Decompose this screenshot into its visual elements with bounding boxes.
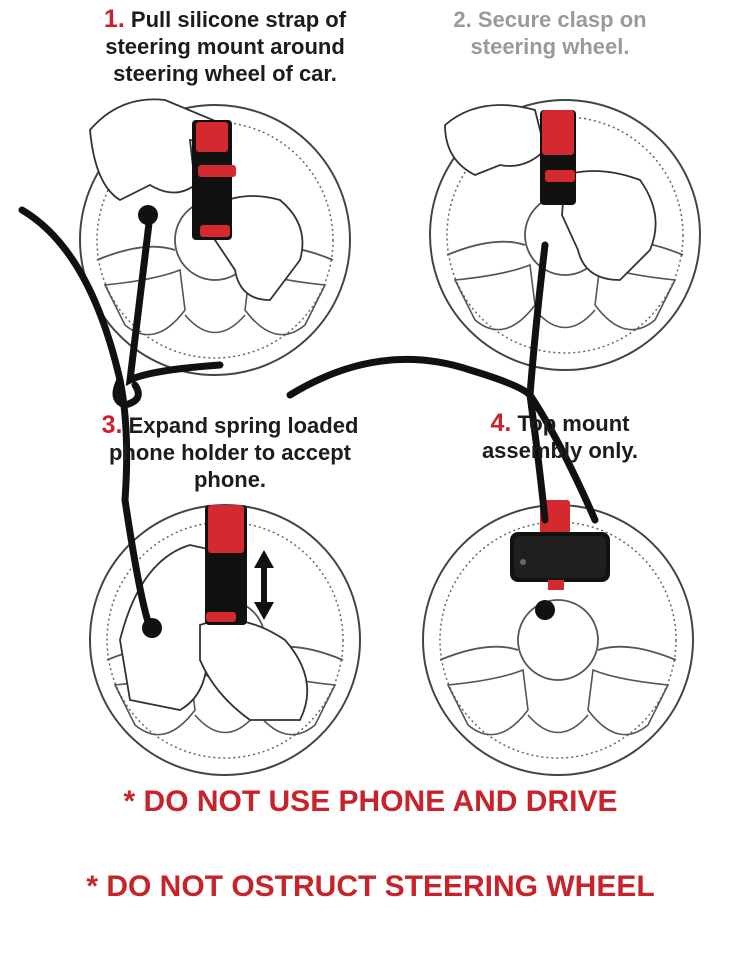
step-3-text: Expand spring loaded phone holder to acc… [108, 413, 359, 492]
expand-arrow-icon [254, 550, 274, 620]
warning-no-obstruct-wheel: * DO NOT OSTRUCT STEERING WHEEL [86, 870, 655, 903]
hands-illustration-2 [444, 104, 657, 281]
phone-mount-red-3 [205, 505, 247, 625]
cable-plug [138, 205, 158, 225]
power-cable [18, 206, 599, 632]
warning-no-phone-driving: * DO NOT USE PHONE AND DRIVE [123, 785, 618, 818]
step-4-text: Top mount assembly only. [481, 411, 639, 463]
step-3-instruction: 3. Expand spring loaded phone holder to … [70, 412, 390, 493]
step-4-instruction: 4. Top mount assembly only. [440, 410, 680, 464]
phone-mount-red-2 [540, 110, 576, 205]
step-1-instruction: 1. Pull silicone strap of steering mount… [70, 6, 380, 87]
cable-plug [142, 618, 162, 638]
step-2-number: 2. [453, 7, 472, 32]
step-1-number: 1. [103, 5, 125, 33]
phone-mount-red-1 [192, 120, 236, 240]
step-3-number: 3. [101, 411, 123, 439]
mounted-phone [510, 500, 610, 620]
step-4-number: 4. [490, 409, 512, 437]
step-2-instruction: 2. Secure clasp on steering wheel. [420, 6, 680, 60]
step-2-text: Secure clasp on steering wheel. [470, 7, 647, 59]
step-1-text: Pull silicone strap of steering mount ar… [105, 7, 347, 86]
